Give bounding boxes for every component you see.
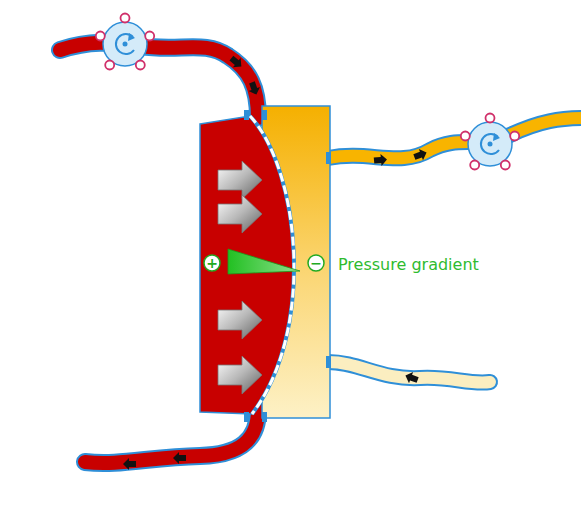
minus-sign: − — [310, 256, 322, 270]
plus-sign: + — [206, 256, 218, 270]
pressure-gradient-label: Pressure gradient — [338, 255, 479, 274]
